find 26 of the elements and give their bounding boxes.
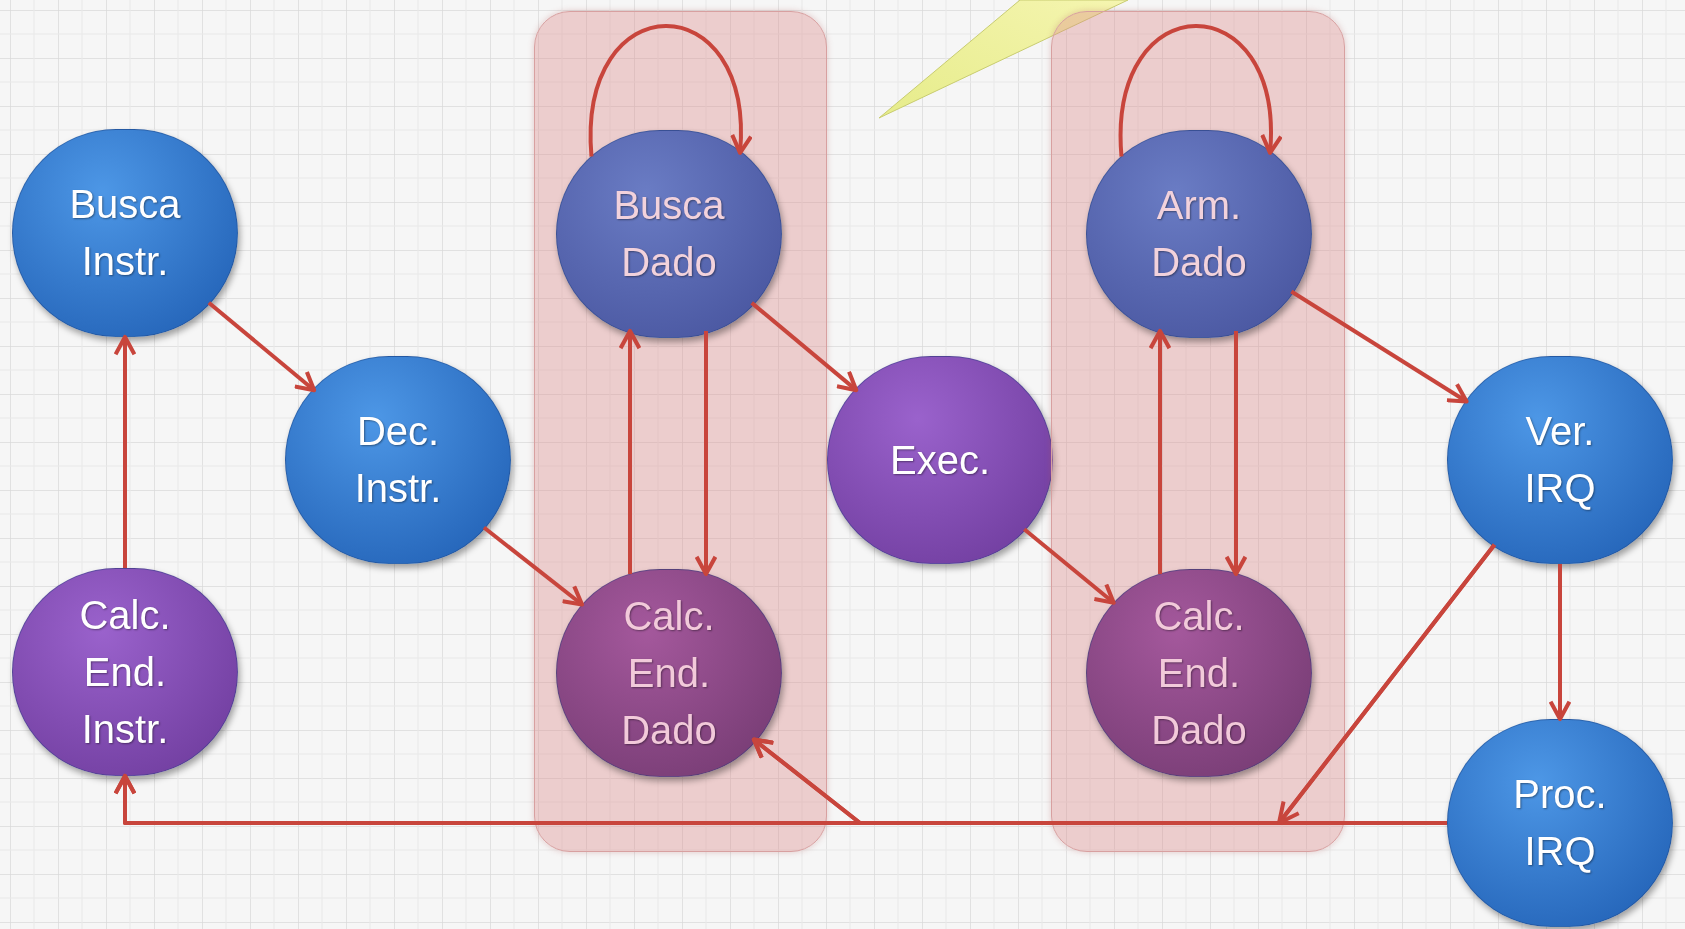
arrow bbox=[618, 328, 642, 575]
node-label: Calc. End. Instr. bbox=[78, 591, 172, 753]
node-label: Calc. End. Dado bbox=[620, 592, 718, 754]
node-label: Busca Dado bbox=[612, 182, 726, 286]
arrow bbox=[207, 301, 317, 393]
arrow bbox=[1548, 564, 1572, 722]
group-band bbox=[1051, 11, 1345, 852]
node-label: Ver. IRQ bbox=[1523, 408, 1597, 512]
callout-pointer bbox=[878, 0, 1129, 119]
arrow bbox=[589, 24, 752, 157]
arrow bbox=[750, 301, 859, 393]
node-label: Dec. Instr. bbox=[353, 408, 443, 512]
arrow bbox=[482, 525, 585, 607]
group-band bbox=[534, 11, 827, 852]
arrow bbox=[1224, 330, 1248, 577]
node-label: Arm. Dado bbox=[1150, 182, 1248, 286]
node-label: Exec. bbox=[888, 436, 991, 484]
node-label: Calc. End. Dado bbox=[1150, 592, 1248, 754]
node-label: Proc. IRQ bbox=[1512, 771, 1608, 875]
arrow bbox=[1023, 527, 1116, 605]
arrow bbox=[113, 334, 137, 568]
arrow bbox=[694, 330, 718, 577]
arrow bbox=[1290, 289, 1469, 404]
arrow bbox=[1148, 328, 1172, 575]
node-label: Busca Instr. bbox=[68, 181, 182, 285]
arrow bbox=[1119, 24, 1282, 157]
